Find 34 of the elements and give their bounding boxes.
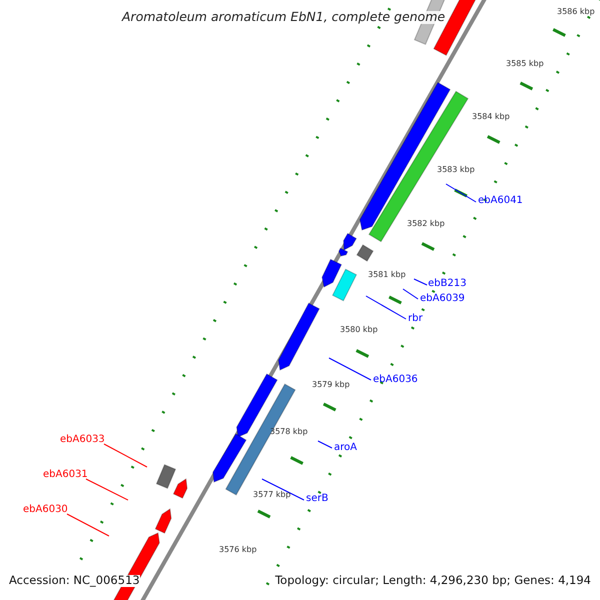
gene-label: ebB213 [428, 278, 466, 289]
leader-line [104, 444, 148, 468]
scale-label: 3577 kbp [253, 491, 291, 499]
gene-label: rbr [408, 313, 423, 324]
leader-line [414, 278, 428, 286]
gene-label: ebA6036 [373, 374, 418, 385]
gene-label: ebA6041 [478, 195, 523, 206]
leader-line [262, 478, 304, 500]
gene-label: aroA [334, 442, 357, 453]
scale-label: 3578 kbp [270, 428, 308, 436]
info-text: Topology: circular; Length: 4,296,230 bp; Genes: 4,194 [275, 575, 591, 586]
scale-label: 3582 kbp [407, 220, 445, 228]
scale-label: 3586 kbp [557, 8, 595, 16]
title: Aromatoleum aromaticum EbN1, complete genome [122, 11, 446, 24]
gene-label: serB [306, 493, 328, 504]
leader-line [318, 440, 332, 448]
scale-label: 3579 kbp [312, 381, 350, 389]
leader-line [328, 358, 372, 380]
leader-line [366, 296, 406, 320]
gene-label: ebA6030 [23, 504, 68, 515]
gene-label: ebA6031 [43, 469, 88, 480]
scale-label: 3585 kbp [506, 60, 544, 68]
scale-label: 3581 kbp [368, 271, 406, 279]
scale-label: 3584 kbp [472, 113, 510, 121]
leader-line [86, 478, 128, 500]
gene-label: ebA6033 [60, 434, 105, 445]
scale-label: 3583 kbp [437, 166, 475, 174]
gene-label: ebA6039 [420, 293, 465, 304]
info-text: Accession: NC_006513 [9, 575, 140, 586]
scale-label: 3580 kbp [340, 326, 378, 334]
leader-line [402, 288, 418, 300]
scale-label: 3576 kbp [219, 546, 257, 554]
leader-line [66, 514, 110, 536]
leader-line [446, 184, 476, 202]
